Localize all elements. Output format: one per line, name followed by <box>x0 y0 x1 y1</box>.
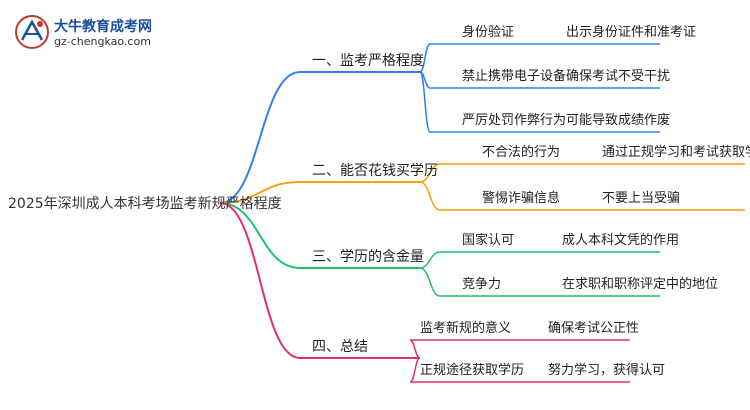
edge-root-to-branch <box>219 202 301 359</box>
logo-title: 大牛教育成考网 <box>54 19 152 35</box>
leaf-label: 监考新规的意义 <box>420 320 511 336</box>
leaf-label: 国家认可 <box>462 232 514 248</box>
edge-branch-to-leaf <box>419 163 441 183</box>
leaf-detail: 在求职和职称评定中的地位 <box>562 276 718 292</box>
leaf-detail: 不要上当受骗 <box>602 191 680 206</box>
leaf-detail: 成人本科文凭的作用 <box>562 232 679 248</box>
edge-root-to-branch <box>219 181 301 204</box>
mindmap-nodes: 2025年深圳成人本科考场监考新规严格程度 一、监考严格程度 身份验证 出示身份证件和… <box>8 24 750 378</box>
logo-emblem-icon <box>15 15 49 49</box>
edge-branch-to-leaf <box>419 71 431 133</box>
leaf-detail: 可能导致成绩作废 <box>566 112 670 128</box>
mindmap-edges <box>219 43 745 383</box>
leaf-label: 正规途径获取学历 <box>420 362 524 378</box>
leaf-label: 警惕诈骗信息 <box>482 190 560 206</box>
leaf-label: 严厉处罚作弊行为 <box>462 112 566 128</box>
edge-root-to-branch <box>219 202 301 269</box>
edge-branch-to-leaf <box>409 357 421 383</box>
leaf-detail: 确保考试不受干扰 <box>566 69 670 84</box>
branch-label: 三、学历的含金量 <box>312 249 424 265</box>
root-node-label: 2025年深圳成人本科考场监考新规严格程度 <box>8 196 282 212</box>
site-logo[interactable]: 大牛教育成考网 gz-chengkao.com <box>14 12 164 56</box>
leaf-label: 身份验证 <box>462 24 514 40</box>
edge-branch-to-leaf <box>419 267 441 297</box>
branch-label: 四、总结 <box>312 339 368 355</box>
leaf-detail: 努力学习，获得认可 <box>548 362 665 378</box>
leaf-label: 不合法的行为 <box>482 144 560 160</box>
leaf-label: 禁止携带电子设备 <box>462 68 566 84</box>
leaf-detail: 出示身份证件和准考证 <box>566 24 696 40</box>
edge-branch-to-leaf <box>419 43 431 73</box>
edge-branch-to-leaf <box>419 181 441 211</box>
edge-root-to-branch <box>219 71 301 204</box>
branch-label: 一、监考严格程度 <box>312 53 424 69</box>
edge-branch-to-leaf <box>419 251 441 269</box>
leaf-detail: 通过正规学习和考试获取学历 <box>602 144 750 160</box>
leaf-label: 竞争力 <box>462 276 501 292</box>
logo-url: gz-chengkao.com <box>54 35 151 48</box>
branch-label: 二、能否花钱买学历 <box>312 163 438 179</box>
edge-branch-to-leaf <box>409 339 421 359</box>
leaf-detail: 确保考试公正性 <box>548 321 639 336</box>
